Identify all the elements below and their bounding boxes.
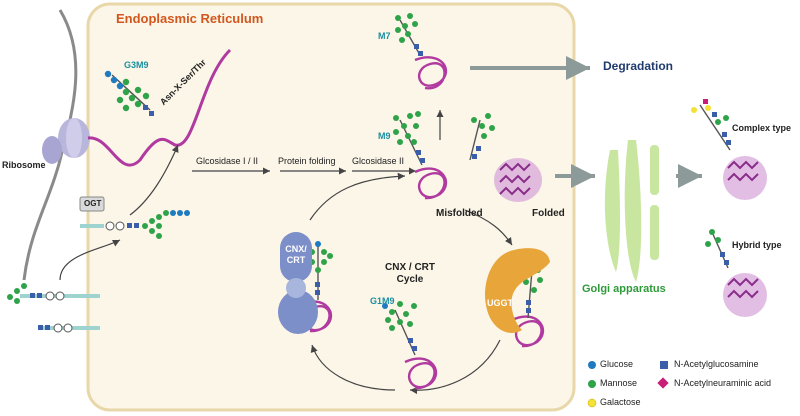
legend-galactose-glyph xyxy=(587,398,597,408)
ogt-box xyxy=(79,196,105,212)
label-uggt: UGGT xyxy=(487,298,513,308)
protein-uggt-icon xyxy=(511,315,544,348)
cycle-arc-left xyxy=(310,344,396,391)
label-glucosidase-2: Glcosidase II xyxy=(352,156,405,166)
label-g1m9: G1M9 xyxy=(370,296,395,306)
glycan-m9-icon xyxy=(393,111,425,166)
lipid-glycan-low-icon xyxy=(38,323,73,333)
label-folded: Folded xyxy=(532,208,565,219)
er-title: Endoplasmic Reticulum xyxy=(116,11,264,26)
label-hybrid-type: Hybrid type xyxy=(732,240,782,250)
protein-m7-icon xyxy=(414,56,447,90)
golgi-icon xyxy=(604,140,659,282)
cycle-arc-bottom xyxy=(409,339,501,395)
label-cnx-crt: CNX/ CRT xyxy=(285,244,307,265)
label-degradation: Degradation xyxy=(603,59,674,73)
cycle-arc-top xyxy=(309,172,406,221)
dolichol-glycan-top-icon xyxy=(105,210,190,239)
label-m7: M7 xyxy=(378,31,391,41)
protein-m9-icon xyxy=(414,167,447,200)
complex-type-icon xyxy=(691,99,767,200)
lipid-glycan-mid-icon xyxy=(7,283,65,304)
label-golgi: Golgi apparatus xyxy=(582,283,666,295)
legend-galactose: Galactose xyxy=(600,397,641,407)
ribosome-icon xyxy=(42,118,90,164)
legend-mannose: Mannose xyxy=(600,378,638,388)
glycan-misfolded-icon xyxy=(469,113,495,161)
protein-g1m9-icon xyxy=(404,357,437,390)
legend-neu5ac: N-Acetylneuraminic acid xyxy=(674,378,772,388)
uggt-icon xyxy=(485,248,550,333)
label-cycle-2: Cycle xyxy=(396,274,424,285)
transfer-arrow xyxy=(129,144,179,216)
glycan-g1m9-icon xyxy=(382,301,417,356)
label-g3m9: G3M9 xyxy=(124,60,149,70)
label-glucosidase-1-2: Glcosidase I / II xyxy=(196,156,259,166)
nascent-chain xyxy=(87,48,232,167)
legend-glcnac-glyph xyxy=(660,361,668,369)
flip-arrow xyxy=(59,239,121,281)
label-m9: M9 xyxy=(378,131,391,141)
cycle-arc-right xyxy=(464,209,513,246)
label-ogt: OGT xyxy=(84,199,102,208)
glycan-g3m9-icon xyxy=(104,70,154,116)
legend-mannose-glyph xyxy=(588,380,596,388)
legend-neu5ac-glyph xyxy=(657,377,669,389)
legend-glucose-glyph xyxy=(588,361,596,369)
label-complex-type: Complex type xyxy=(732,123,792,133)
label-ribosome: Ribosome xyxy=(2,160,46,170)
label-cycle-1: CNX / CRT xyxy=(385,262,435,273)
label-protein-folding: Protein folding xyxy=(278,156,336,166)
hybrid-type-icon xyxy=(705,229,767,317)
glycan-m7-icon xyxy=(395,13,423,56)
folded-protein-icon xyxy=(494,158,542,202)
label-misfolded: Misfolded xyxy=(436,208,483,219)
er-compartment xyxy=(86,2,576,412)
legend-glcnac: N-Acetylglucosamine xyxy=(674,359,759,369)
cnx-crt-icon xyxy=(278,232,318,334)
er-membrane-line xyxy=(22,9,78,281)
legend-glucose: Glucose xyxy=(600,359,634,369)
